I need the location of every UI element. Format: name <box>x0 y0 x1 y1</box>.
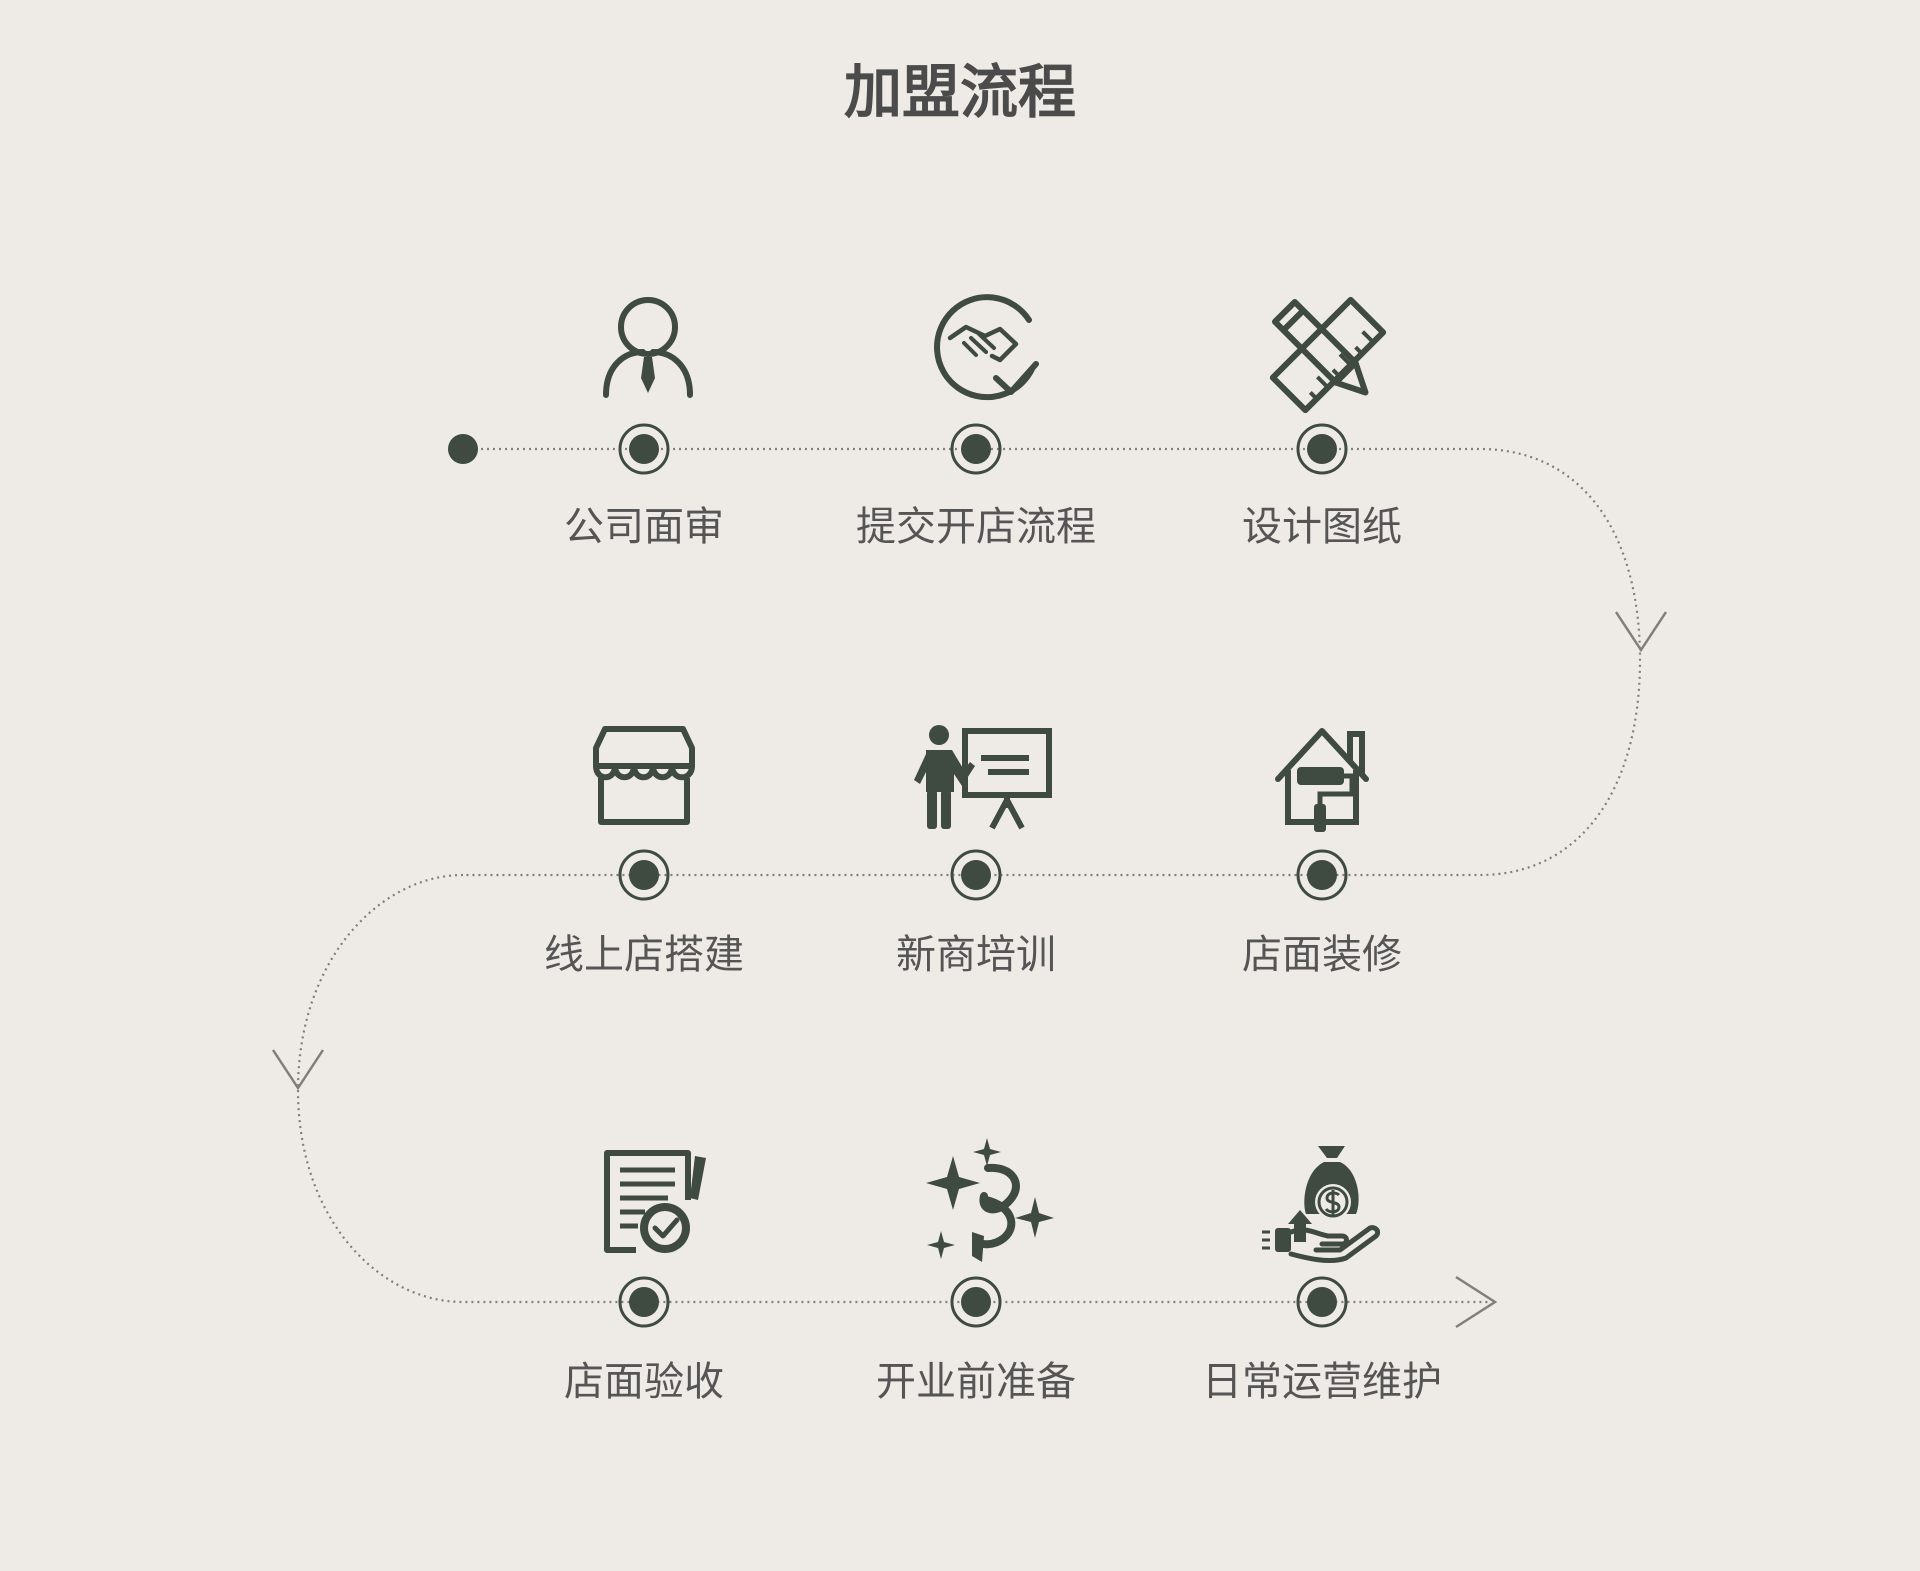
step-marker-ring <box>618 849 670 901</box>
step-marker-ring <box>950 849 1002 901</box>
house-paint-roller-icon <box>1275 728 1369 832</box>
sparkle-ribbon-icon <box>926 1138 1054 1262</box>
flow-line-row-1 <box>463 447 1642 877</box>
step-9: 日常运营维护 <box>1202 1146 1442 1405</box>
necktie-icon <box>641 357 655 393</box>
step-label: 日常运营维护 <box>1202 1359 1442 1405</box>
arrow-down-right-icon <box>1614 611 1668 653</box>
step-label: 设计图纸 <box>1242 504 1402 550</box>
step-label: 开业前准备 <box>876 1359 1076 1405</box>
step-marker-dot <box>961 860 991 890</box>
step-5: 新商培训 <box>896 725 1056 978</box>
step-marker-ring <box>1296 1276 1348 1328</box>
ruler-pencil-icon <box>1269 296 1387 414</box>
document-check-icon <box>604 1150 706 1253</box>
step-marker-dot <box>629 1287 659 1317</box>
arrow-down-left-icon <box>271 1049 325 1091</box>
step-marker-dot <box>629 434 659 464</box>
presenter-board-icon <box>914 725 1052 830</box>
money-bag-hand-icon <box>1262 1146 1381 1263</box>
step-label: 提交开店流程 <box>856 504 1096 550</box>
step-label: 新商培训 <box>896 932 1056 978</box>
step-marker-ring <box>618 1276 670 1328</box>
step-marker-ring <box>1296 423 1348 475</box>
step-4: 线上店搭建 <box>544 726 744 978</box>
step-marker-ring <box>1296 849 1348 901</box>
businessman-icon <box>603 297 693 398</box>
handshake-check-icon <box>934 294 1039 401</box>
storefront-icon <box>593 726 695 825</box>
step-marker-ring <box>950 423 1002 475</box>
step-marker-ring <box>950 1276 1002 1328</box>
flow-line-row-2 <box>296 873 1490 1304</box>
step-7: 店面验收 <box>564 1150 724 1405</box>
step-8: 开业前准备 <box>876 1138 1076 1405</box>
step-marker-dot <box>1307 1287 1337 1317</box>
arrow-end-icon <box>1455 1275 1498 1329</box>
page-title: 加盟流程 <box>844 58 1076 126</box>
step-marker-dot <box>961 434 991 464</box>
step-marker-ring <box>618 423 670 475</box>
step-6: 店面装修 <box>1242 728 1402 978</box>
step-marker-dot <box>629 860 659 890</box>
step-2: 提交开店流程 <box>856 294 1096 550</box>
flow-path <box>296 447 1642 1304</box>
step-label: 公司面审 <box>564 504 724 550</box>
step-marker-dot <box>961 1287 991 1317</box>
step-3: 设计图纸 <box>1242 296 1402 550</box>
flow-start-dot <box>448 434 478 464</box>
step-marker-dot <box>1307 434 1337 464</box>
step-label: 店面验收 <box>564 1359 724 1405</box>
step-label: 店面装修 <box>1242 932 1402 978</box>
step-label: 线上店搭建 <box>544 932 744 978</box>
step-marker-dot <box>1307 860 1337 890</box>
step-1: 公司面审 <box>564 297 724 550</box>
